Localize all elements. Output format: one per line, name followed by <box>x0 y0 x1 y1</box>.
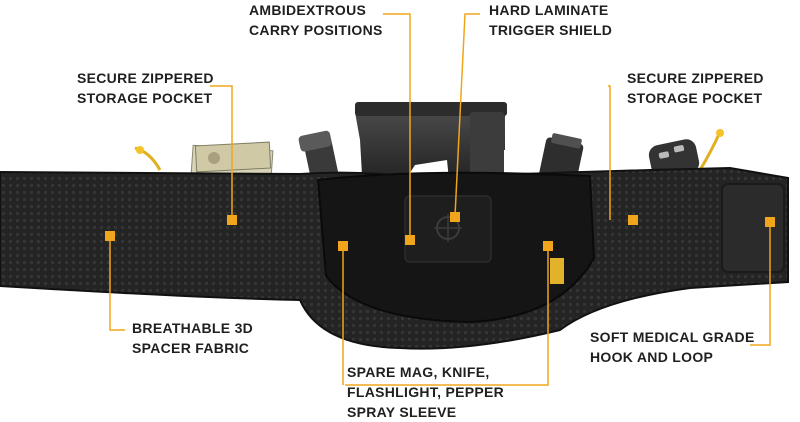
callout-ambidextrous: AMBIDEXTROUS CARRY POSITIONS <box>249 0 383 40</box>
callout-spacer-fabric-line2: SPACER FABRIC <box>132 340 250 356</box>
callout-hook-loop-line1: SOFT MEDICAL GRADE <box>590 329 755 345</box>
callout-pocket-right-line2: STORAGE POCKET <box>627 90 763 106</box>
brand-tag <box>550 258 564 284</box>
callout-sleeve: SPARE MAG, KNIFE, FLASHLIGHT, PEPPER SPR… <box>347 362 504 422</box>
callout-ambidextrous-line2: CARRY POSITIONS <box>249 22 383 38</box>
callout-sleeve-line1: SPARE MAG, KNIFE, <box>347 364 490 380</box>
callout-pocket-right-line1: SECURE ZIPPERED <box>627 70 764 86</box>
hook-and-loop-pad <box>721 183 785 273</box>
callout-trigger-shield-line1: HARD LAMINATE <box>489 2 609 18</box>
callout-trigger-shield-line2: TRIGGER SHIELD <box>489 22 613 38</box>
callout-sleeve-line3: SPRAY SLEEVE <box>347 404 457 420</box>
callout-pocket-right: SECURE ZIPPERED STORAGE POCKET <box>627 68 764 108</box>
callout-markers <box>105 212 775 251</box>
callout-spacer-fabric: BREATHABLE 3D SPACER FABRIC <box>132 318 253 358</box>
zipper-pull-right <box>698 129 724 171</box>
callout-lines <box>109 13 771 386</box>
callout-spacer-fabric-line1: BREATHABLE 3D <box>132 320 254 336</box>
callout-trigger-shield: HARD LAMINATE TRIGGER SHIELD <box>489 0 612 40</box>
callout-pocket-left-line1: SECURE ZIPPERED <box>77 70 214 86</box>
callout-hook-loop-line2: HOOK AND LOOP <box>590 349 714 365</box>
zipper-pull-left <box>134 146 162 171</box>
callout-sleeve-line2: FLASHLIGHT, PEPPER <box>347 384 505 400</box>
callout-hook-loop: SOFT MEDICAL GRADE HOOK AND LOOP <box>590 327 755 367</box>
callout-pocket-left-line2: STORAGE POCKET <box>77 90 213 106</box>
pistol <box>355 102 507 190</box>
callout-ambidextrous-line1: AMBIDEXTROUS <box>249 2 367 18</box>
callout-pocket-left: SECURE ZIPPERED STORAGE POCKET <box>77 68 214 108</box>
